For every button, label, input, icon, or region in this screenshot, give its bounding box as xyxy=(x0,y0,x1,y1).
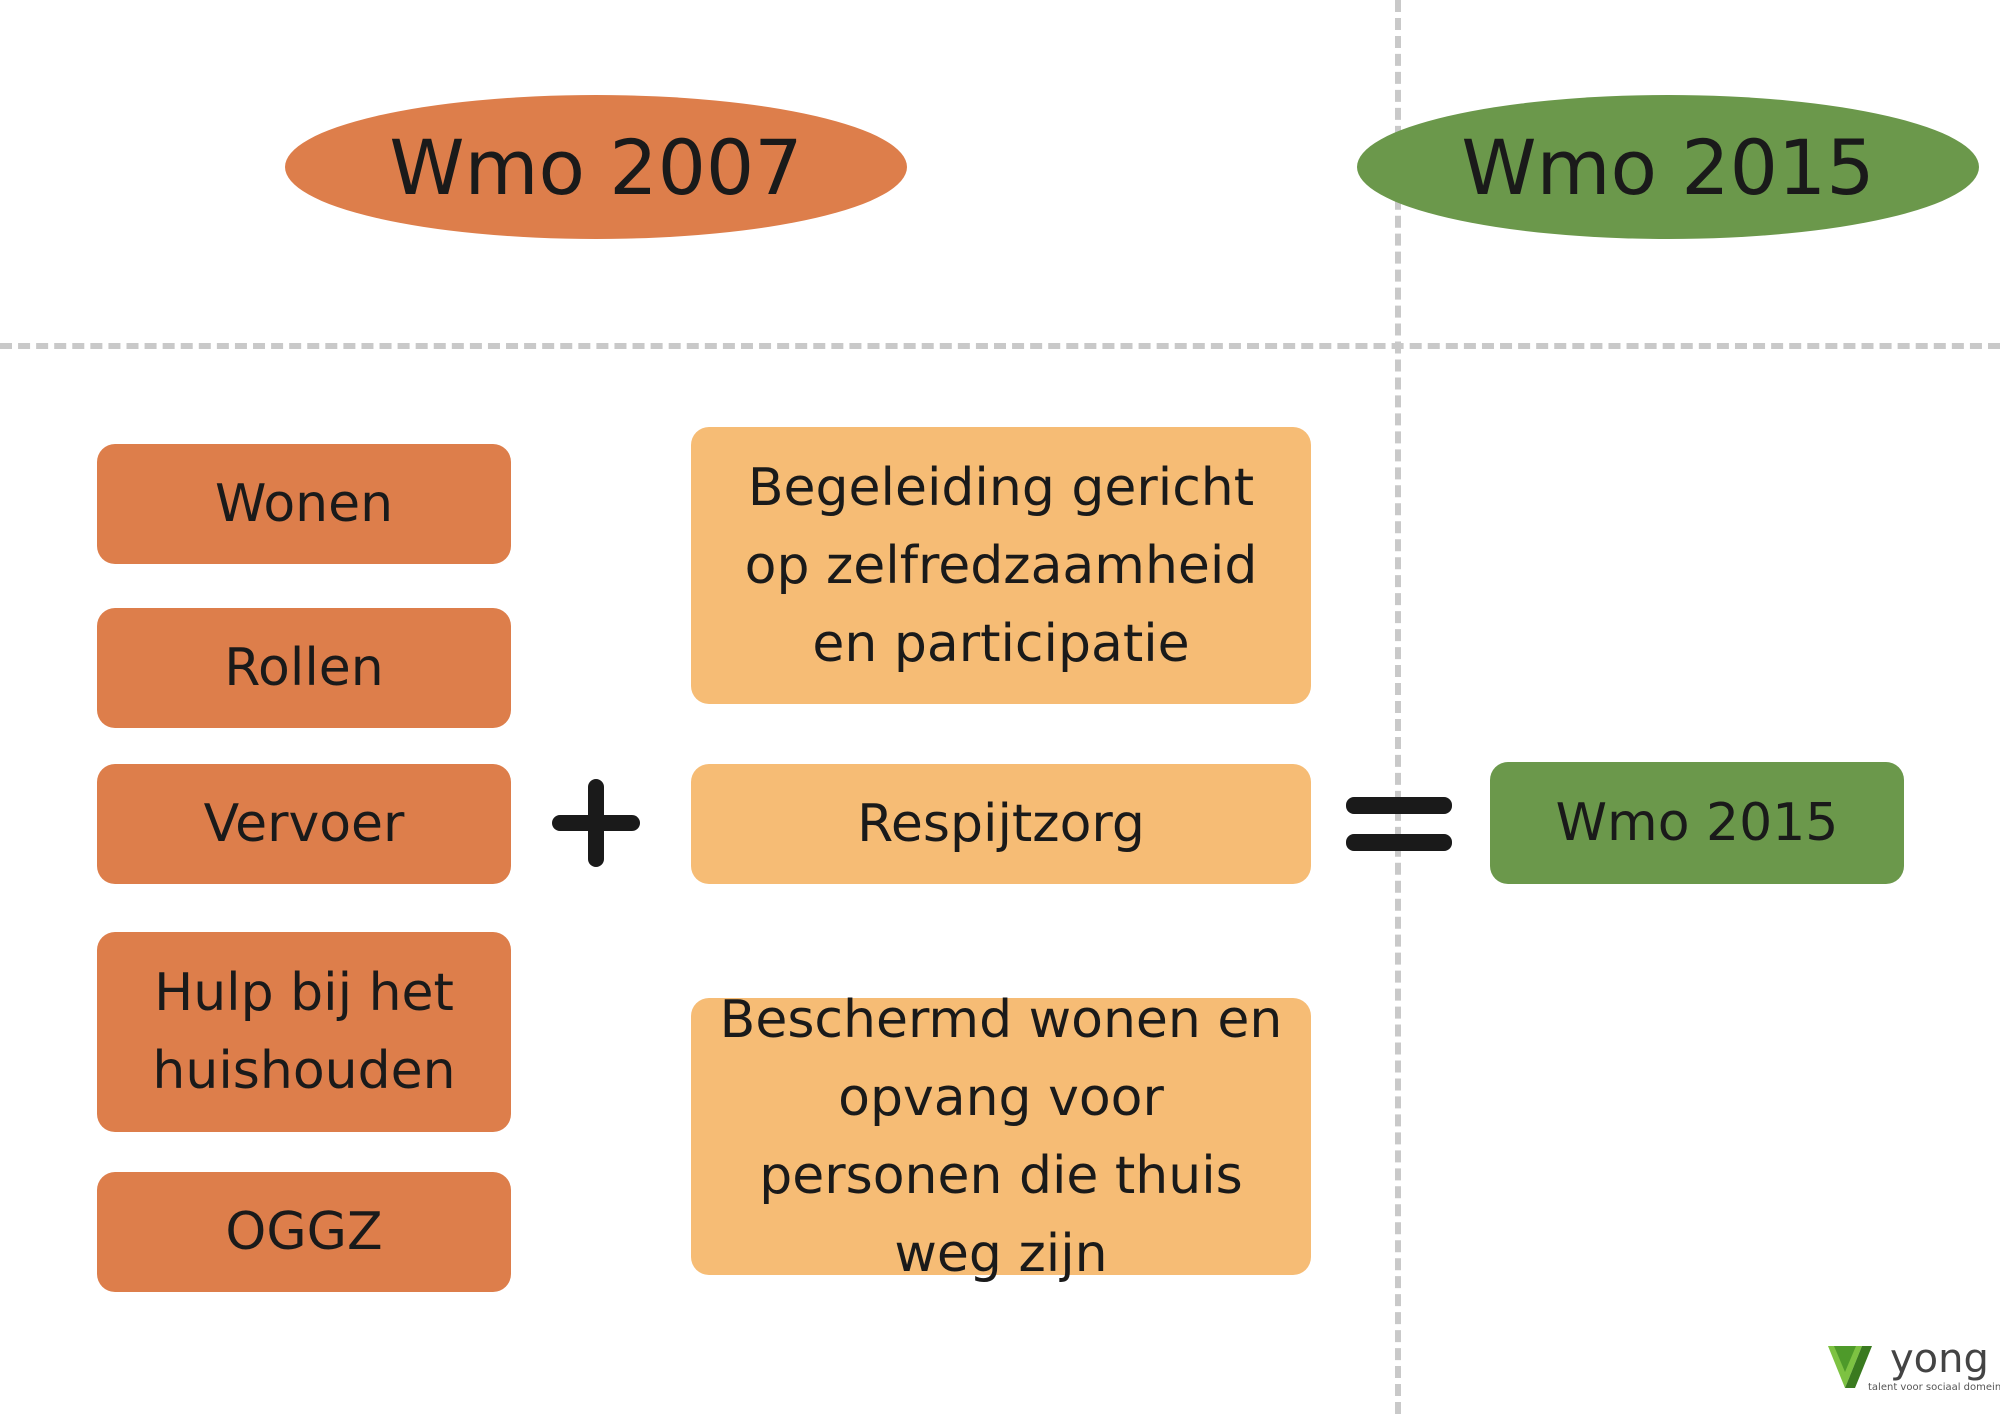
box-begeleiding: Begeleiding gericht op zelfredzaamheid e… xyxy=(691,427,1311,704)
box-begeleiding-label: Begeleiding gericht op zelfredzaamheid e… xyxy=(744,457,1258,674)
horizontal-divider xyxy=(0,343,2000,349)
vertical-divider xyxy=(1395,0,1401,1414)
box-respijtzorg-label: Respijtzorg xyxy=(857,794,1145,854)
box-wonen-label: Wonen xyxy=(214,474,394,534)
box-rollen: Rollen xyxy=(97,608,511,728)
box-hulp-bij-het-huishouden: Hulp bij het huishouden xyxy=(97,932,511,1132)
header-wmo-2015: Wmo 2015 xyxy=(1357,95,1979,239)
box-beschermd-label: Beschermd wonen en opvang voor personen … xyxy=(719,989,1283,1284)
box-wmo-2015-label: Wmo 2015 xyxy=(1555,793,1839,853)
box-respijtzorg: Respijtzorg xyxy=(691,764,1311,884)
box-vervoer-label: Vervoer xyxy=(203,794,405,854)
header-wmo-2015-label: Wmo 2015 xyxy=(1461,122,1875,212)
header-wmo-2007-label: Wmo 2007 xyxy=(389,122,803,212)
box-wmo-2015-result: Wmo 2015 xyxy=(1490,762,1904,884)
box-beschermd-wonen: Beschermd wonen en opvang voor personen … xyxy=(691,990,1311,1284)
box-oggz-label: OGGZ xyxy=(225,1202,383,1262)
yong-logo-tagline: talent voor sociaal domein xyxy=(1868,1382,2000,1393)
yong-logo-text: yong xyxy=(1890,1336,1989,1382)
box-hulp-label: Hulp bij het huishouden xyxy=(152,963,456,1101)
box-vervoer: Vervoer xyxy=(97,764,511,884)
box-rollen-label: Rollen xyxy=(224,638,384,698)
header-wmo-2007: Wmo 2007 xyxy=(285,95,907,239)
yong-logo-mark xyxy=(1828,1346,1872,1388)
box-wonen: Wonen xyxy=(97,444,511,564)
box-oggz: OGGZ xyxy=(97,1172,511,1292)
